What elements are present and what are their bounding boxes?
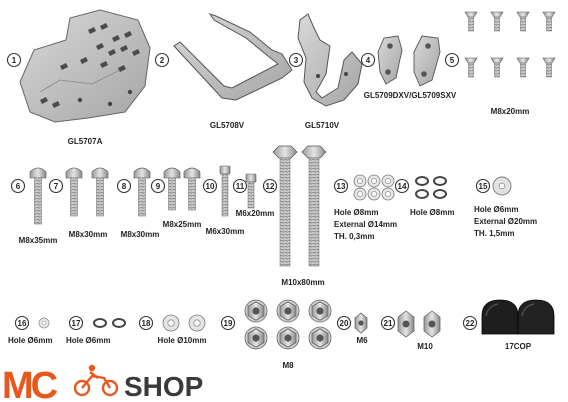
part-11-screw [245, 173, 257, 209]
callout-9: 9 [150, 178, 166, 194]
part-8-size: M8x30mm [121, 230, 160, 239]
part-15-washer [492, 176, 512, 196]
callout-11: 11 [232, 178, 248, 194]
svg-text:13: 13 [337, 182, 346, 191]
svg-text:17: 17 [72, 319, 81, 328]
part-6-bolt [29, 167, 47, 225]
svg-text:10: 10 [206, 182, 215, 191]
svg-text:8: 8 [122, 182, 127, 191]
callout-2: 2 [154, 52, 170, 68]
svg-text:18: 18 [142, 319, 151, 328]
callout-19: 19 [220, 315, 236, 331]
callout-7: 7 [48, 178, 64, 194]
part-6-size: M8x35mm [19, 236, 58, 245]
callout-15: 15 [475, 178, 491, 194]
part-17-size: Hole Ø6mm [66, 336, 110, 345]
part-7-size: M8x30mm [69, 230, 108, 239]
svg-text:21: 21 [384, 319, 393, 328]
callout-8: 8 [116, 178, 132, 194]
svg-text:1: 1 [12, 56, 17, 65]
part-19-size: M8 [282, 361, 294, 370]
logo-mc-text: MC [2, 365, 58, 402]
callout-13: 13 [333, 178, 349, 194]
part-22-size: 17COP [505, 342, 532, 351]
part-20-nut [354, 312, 368, 334]
part-13-spec: Hole Ø8mm External Ø14mm TH. 0,3mm [334, 208, 397, 241]
callout-14: 14 [394, 178, 410, 194]
part-16-washer [38, 317, 50, 329]
part-12-size: M10x80mm [281, 278, 324, 287]
svg-text:Hole Ø8mm: Hole Ø8mm [334, 208, 378, 217]
part-3-bracket [297, 13, 363, 107]
part-14-spec: Hole Ø8mm [410, 208, 454, 217]
callout-1: 1 [6, 52, 22, 68]
part-20-size: M6 [356, 336, 368, 345]
callout-3: 3 [288, 52, 304, 68]
callout-16: 16 [14, 315, 30, 331]
part-4-brackets [377, 35, 441, 87]
svg-text:2: 2 [160, 56, 165, 65]
svg-text:15: 15 [479, 182, 488, 191]
callout-21: 21 [380, 315, 396, 331]
svg-text:6: 6 [16, 182, 21, 191]
svg-text:3: 3 [294, 56, 299, 65]
svg-text:External Ø14mm: External Ø14mm [334, 220, 397, 229]
mcshop-logo: MC SHOP [2, 364, 203, 402]
part-15-spec: Hole Ø6mm External Ø20mm TH. 1,5mm [474, 205, 537, 238]
part-10-size: M6x30mm [206, 227, 245, 236]
part-4-code: GL5709DXV/GL5709SXV [364, 91, 457, 100]
svg-text:TH. 1,5mm: TH. 1,5mm [474, 229, 514, 238]
callout-12: 12 [262, 178, 278, 194]
part-14-spring-washers [415, 176, 447, 199]
svg-text:External Ø20mm: External Ø20mm [474, 217, 537, 226]
part-8-bolt [133, 167, 151, 217]
part-21-nuts [397, 310, 441, 338]
callout-18: 18 [138, 315, 154, 331]
svg-text:11: 11 [236, 182, 245, 191]
svg-text:5: 5 [450, 56, 455, 65]
part-1-code: GL5707A [68, 137, 103, 146]
part-1-skid-plate [19, 9, 151, 123]
part-9-bolts [163, 167, 201, 211]
callout-4: 4 [360, 52, 376, 68]
svg-text:7: 7 [54, 182, 59, 191]
callout-20: 20 [336, 315, 352, 331]
svg-text:19: 19 [224, 319, 233, 328]
svg-text:TH. 0,3mm: TH. 0,3mm [334, 232, 374, 241]
logo-shop-text: SHOP [124, 371, 203, 402]
svg-text:14: 14 [398, 182, 407, 191]
part-10-screw [219, 165, 231, 217]
part-18-size: Hole Ø10mm [158, 336, 207, 345]
svg-text:20: 20 [340, 319, 349, 328]
svg-text:9: 9 [156, 182, 161, 191]
part-5-screws [464, 11, 556, 78]
callout-5: 5 [444, 52, 460, 68]
part-12-bolts [272, 145, 327, 267]
part-16-size: Hole Ø6mm [8, 336, 52, 345]
part-19-nuts [244, 299, 332, 350]
svg-text:4: 4 [366, 56, 371, 65]
part-2-bracket [173, 13, 293, 101]
part-17-washers [93, 318, 126, 328]
callout-6: 6 [10, 178, 26, 194]
part-3-code: GL5710V [305, 121, 340, 130]
svg-text:22: 22 [466, 319, 475, 328]
part-21-size: M10 [417, 342, 433, 351]
part-11-size: M6x20mm [236, 209, 275, 218]
part-9-size: M8x25mm [163, 220, 202, 229]
callout-22: 22 [462, 315, 478, 331]
part-13-washers [353, 174, 395, 201]
part-2-code: GL5708V [210, 121, 245, 130]
callout-17: 17 [68, 315, 84, 331]
motorbike-icon [73, 364, 119, 397]
svg-text:12: 12 [266, 182, 275, 191]
callout-10: 10 [202, 178, 218, 194]
part-22-caps [481, 299, 555, 335]
part-18-washers [162, 314, 206, 332]
part-5-size: M8x20mm [491, 107, 530, 116]
part-7-bolts [65, 167, 109, 217]
svg-text:16: 16 [18, 319, 27, 328]
svg-text:Hole Ø6mm: Hole Ø6mm [474, 205, 518, 214]
